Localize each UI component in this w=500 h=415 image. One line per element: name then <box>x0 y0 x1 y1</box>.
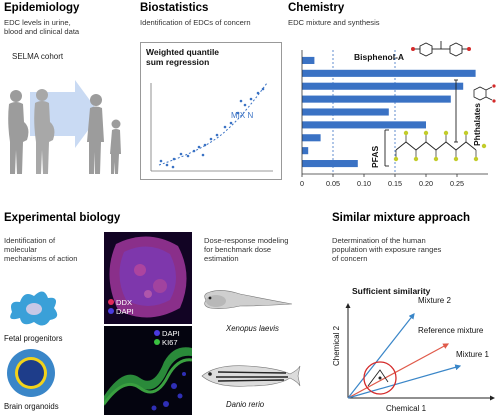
xenopus-tadpole-icon <box>204 290 293 309</box>
fetal-progenitor-cell-icon <box>10 291 58 326</box>
phthalate-bracket <box>454 79 496 143</box>
bar <box>302 121 426 129</box>
bar-series <box>302 50 476 174</box>
phthalate-molecule-icon <box>473 86 493 101</box>
mix-n-label: MIX N <box>231 111 254 120</box>
dapi-label: DAPI <box>116 307 134 316</box>
epidemiology-subtitle: EDC levels in urine, blood and clinical … <box>4 18 79 36</box>
dapi-ki67-micrograph: DAPI KI67 <box>104 326 192 415</box>
chemical2-label: Chemical 2 <box>332 325 341 366</box>
mechanism-text: Identification of molecular mechanisms o… <box>4 236 77 264</box>
ki67-color-dot <box>154 339 160 345</box>
dose-line2: for benchmark dose <box>204 245 272 255</box>
biostatistics-subtitle: Identification of EDCs of concern <box>140 18 251 27</box>
pfas-label: PFAS <box>370 145 380 168</box>
experimental-biology-title: Experimental biology <box>4 212 121 224</box>
epidemiology-subtitle-line1: EDC levels in urine, <box>4 18 71 27</box>
brain-organoid-icon <box>7 349 55 397</box>
bar <box>302 108 389 116</box>
fetal-progenitors-label: Fetal progenitors <box>4 334 63 343</box>
ddx-label: DDX <box>116 298 133 307</box>
pfas-molecule-icon <box>384 129 487 167</box>
bisphenol-label: Bisphenol-A <box>354 52 405 62</box>
epidemiology-title: Epidemiology <box>4 2 80 14</box>
bar <box>302 82 464 90</box>
similar-sub-line3: of concern <box>332 254 368 264</box>
dapi2-legend: DAPI <box>154 329 180 338</box>
edc-weight-bar-chart: 0 0.05 0.10 0.15 0.20 0.25 <box>300 50 488 188</box>
dapi2-label: DAPI <box>162 329 180 338</box>
mixture2-vector <box>347 313 415 399</box>
zebrafish-icon <box>201 365 301 387</box>
child-icon <box>87 94 104 174</box>
micrograph1-legend: DDX DAPI <box>108 298 134 316</box>
x-tick-labels: 0 0.05 0.10 0.15 0.20 0.25 <box>300 174 464 188</box>
bar <box>302 56 315 64</box>
dapi-legend: DAPI <box>108 307 134 316</box>
x-tick-label: 0.15 <box>388 179 402 188</box>
mixture1-label: Mixture 1 <box>456 350 489 359</box>
mechanism-line2: molecular <box>4 245 37 255</box>
reference-mixture-label: Reference mixture <box>418 326 484 335</box>
x-tick-label: 0.05 <box>326 179 340 188</box>
child-icon <box>110 119 121 174</box>
ddx-color-dot <box>108 299 114 305</box>
wqs-panel: Weighted quantile sum regression MIX N <box>140 42 282 180</box>
xenopus-label: Xenopus laevis <box>226 324 279 333</box>
x-tick-label: 0.10 <box>357 179 371 188</box>
mixture-vector-diagram <box>345 303 495 401</box>
dapi-color-dot <box>108 308 114 314</box>
bar <box>302 69 476 77</box>
pregnant-woman-icon <box>8 90 29 174</box>
wqs-method-line2: sum regression <box>146 57 210 67</box>
bisphenol-molecule-icon <box>411 41 471 57</box>
bar <box>302 134 321 142</box>
epidemiology-illustration <box>8 80 121 174</box>
similar-sub-line2: population with exposure ranges <box>332 245 442 255</box>
mixture2-label: Mixture 2 <box>418 296 451 305</box>
x-tick-label: 0.20 <box>419 179 433 188</box>
bar <box>302 160 358 168</box>
selma-cohort-label: SELMA cohort <box>12 52 64 61</box>
mechanism-line3: mechanisms of action <box>4 254 78 264</box>
micrograph2-legend: DAPI KI67 <box>154 329 180 347</box>
wqs-method-line1: Weighted quantile <box>146 47 220 57</box>
x-tick-label: 0.25 <box>450 179 464 188</box>
similar-mixture-subtitle: Determination of the human population wi… <box>332 236 441 264</box>
similar-sub-line1: Determination of the human <box>332 236 426 245</box>
bar <box>302 95 451 103</box>
dose-response-text: Dose-response modeling for benchmark dos… <box>204 236 288 264</box>
ddx-legend: DDX <box>108 298 134 307</box>
wqs-method-label: Weighted quantile sum regression <box>146 47 219 67</box>
mechanism-line1: Identification of <box>4 236 56 245</box>
ddx-dapi-micrograph: DDX DAPI <box>104 232 192 324</box>
chemical1-label: Chemical 1 <box>386 404 427 413</box>
dapi2-color-dot <box>154 330 160 336</box>
danio-label: Danio rerio <box>226 400 265 409</box>
ki67-label: KI67 <box>162 338 178 347</box>
sufficient-similarity-label: Sufficient similarity <box>352 286 431 296</box>
ki67-legend: KI67 <box>154 338 180 347</box>
pregnant-woman-icon <box>34 89 55 174</box>
chemistry-title: Chemistry <box>288 2 345 14</box>
chemistry-subtitle: EDC mixture and synthesis <box>288 18 380 27</box>
wqs-scatter-plot <box>150 82 273 172</box>
x-tick-label: 0 <box>300 179 304 188</box>
mixture1-vector <box>347 364 462 399</box>
bar <box>302 147 309 155</box>
dose-line1: Dose-response modeling <box>204 236 289 245</box>
similar-mixture-title: Similar mixture approach <box>332 212 471 224</box>
brain-organoids-label: Brain organoids <box>4 402 59 411</box>
similarity-circle <box>363 361 397 395</box>
biostatistics-title: Biostatistics <box>140 2 209 14</box>
epidemiology-subtitle-line2: blood and clinical data <box>4 27 80 37</box>
dose-line3: estimation <box>204 254 239 264</box>
reference-mixture-vector <box>347 343 450 399</box>
